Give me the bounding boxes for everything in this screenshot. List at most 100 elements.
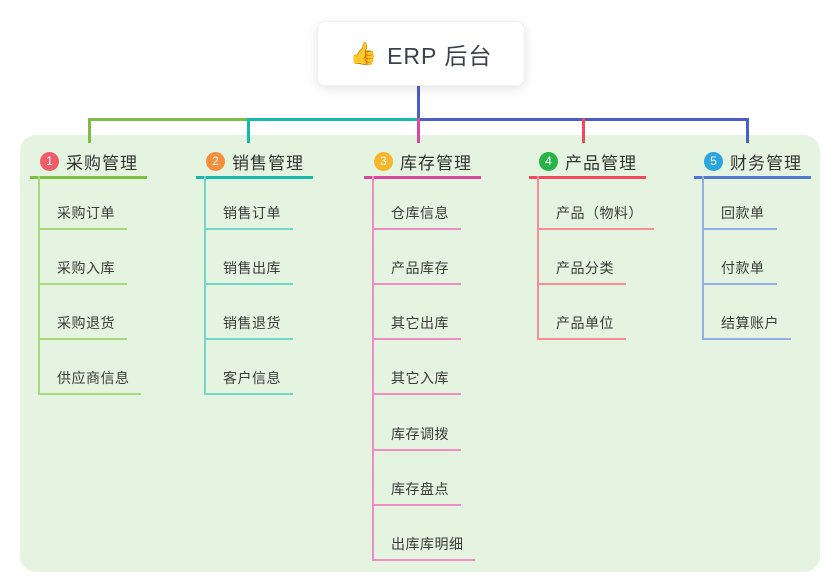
background-panel bbox=[20, 135, 820, 572]
branch-spine-line bbox=[537, 176, 539, 340]
branch-number-badge: 4 bbox=[539, 151, 558, 171]
child-label: 销售出库 bbox=[223, 260, 281, 276]
child-node[interactable]: 回款单 bbox=[702, 203, 777, 228]
child-underline bbox=[372, 228, 461, 230]
child-label: 库存盘点 bbox=[391, 481, 449, 497]
child-label: 客户信息 bbox=[223, 370, 281, 386]
child-label: 采购订单 bbox=[57, 205, 115, 221]
branch-spine-line bbox=[204, 176, 206, 395]
branch-underline bbox=[364, 176, 481, 179]
child-label: 回款单 bbox=[721, 205, 765, 221]
branch-number-badge: 1 bbox=[40, 151, 59, 171]
root-connector-line bbox=[417, 83, 420, 121]
child-node[interactable]: 客户信息 bbox=[204, 368, 293, 393]
child-underline bbox=[38, 283, 127, 285]
child-label: 出库库明细 bbox=[391, 536, 464, 552]
branch-number-badge: 3 bbox=[374, 151, 393, 171]
child-label: 库存调拨 bbox=[391, 426, 449, 442]
branch-underline bbox=[30, 176, 147, 179]
branch-node-3[interactable]: 3 库存管理 bbox=[374, 146, 472, 176]
child-node[interactable]: 采购订单 bbox=[38, 203, 127, 228]
child-underline bbox=[537, 338, 626, 340]
branch-title: 财务管理 bbox=[730, 153, 802, 173]
child-label: 结算账户 bbox=[721, 315, 779, 331]
root-title: ERP 后台 bbox=[387, 42, 493, 69]
child-underline bbox=[204, 393, 293, 395]
child-node[interactable]: 付款单 bbox=[702, 258, 777, 283]
child-label: 销售退货 bbox=[223, 315, 281, 331]
child-underline bbox=[702, 228, 777, 230]
child-underline bbox=[702, 338, 791, 340]
branch-drop-line bbox=[417, 118, 420, 143]
child-label: 产品（物料） bbox=[556, 205, 643, 221]
child-node[interactable]: 出库库明细 bbox=[372, 534, 475, 559]
branch-spine-line bbox=[372, 176, 374, 561]
child-node[interactable]: 产品单位 bbox=[537, 313, 626, 338]
branch-spine-line bbox=[38, 176, 40, 395]
branch-node-5[interactable]: 5 财务管理 bbox=[704, 146, 802, 176]
branch-underline bbox=[196, 176, 313, 179]
child-node[interactable]: 销售订单 bbox=[204, 203, 293, 228]
child-node[interactable]: 库存盘点 bbox=[372, 479, 461, 504]
child-node[interactable]: 产品分类 bbox=[537, 258, 626, 283]
bus-line-green bbox=[88, 118, 250, 121]
child-underline bbox=[372, 338, 461, 340]
child-node[interactable]: 库存调拨 bbox=[372, 424, 461, 449]
child-label: 产品单位 bbox=[556, 315, 614, 331]
child-label: 采购退货 bbox=[57, 315, 115, 331]
child-underline bbox=[372, 283, 461, 285]
branch-drop-line bbox=[582, 118, 585, 143]
child-underline bbox=[372, 393, 461, 395]
child-node[interactable]: 产品（物料） bbox=[537, 203, 654, 228]
child-underline bbox=[372, 504, 461, 506]
child-label: 其它出库 bbox=[391, 315, 449, 331]
child-label: 供应商信息 bbox=[57, 370, 130, 386]
child-node[interactable]: 采购退货 bbox=[38, 313, 127, 338]
branch-drop-line bbox=[88, 118, 91, 143]
branch-underline bbox=[694, 176, 811, 179]
child-label: 销售订单 bbox=[223, 205, 281, 221]
child-underline bbox=[204, 228, 293, 230]
child-node[interactable]: 其它入库 bbox=[372, 368, 461, 393]
branch-title: 产品管理 bbox=[565, 153, 637, 173]
child-underline bbox=[204, 283, 293, 285]
child-label: 产品分类 bbox=[556, 260, 614, 276]
branch-title: 采购管理 bbox=[66, 153, 138, 173]
child-label: 付款单 bbox=[721, 260, 765, 276]
branch-node-1[interactable]: 1 采购管理 bbox=[40, 146, 138, 176]
child-underline bbox=[537, 228, 654, 230]
branch-number-badge: 2 bbox=[206, 151, 225, 171]
child-node[interactable]: 结算账户 bbox=[702, 313, 791, 338]
branch-drop-line bbox=[746, 118, 749, 143]
thumbs-up-icon: 👍 bbox=[349, 40, 378, 66]
child-underline bbox=[204, 338, 293, 340]
branch-node-2[interactable]: 2 销售管理 bbox=[206, 146, 304, 176]
branch-title: 销售管理 bbox=[232, 153, 304, 173]
child-underline bbox=[372, 559, 475, 561]
child-node[interactable]: 销售出库 bbox=[204, 258, 293, 283]
child-underline bbox=[537, 283, 626, 285]
child-underline bbox=[38, 393, 141, 395]
child-underline bbox=[702, 283, 777, 285]
child-node[interactable]: 供应商信息 bbox=[38, 368, 141, 393]
branch-spine-line bbox=[702, 176, 704, 340]
child-node[interactable]: 产品库存 bbox=[372, 258, 461, 283]
child-underline bbox=[372, 449, 461, 451]
child-label: 采购入库 bbox=[57, 260, 115, 276]
branch-number-badge: 5 bbox=[704, 151, 723, 171]
child-node[interactable]: 采购入库 bbox=[38, 258, 127, 283]
root-node[interactable]: 👍 ERP 后台 bbox=[317, 21, 525, 86]
child-node[interactable]: 其它出库 bbox=[372, 313, 461, 338]
child-node[interactable]: 销售退货 bbox=[204, 313, 293, 338]
branch-title: 库存管理 bbox=[400, 153, 472, 173]
child-underline bbox=[38, 228, 127, 230]
child-label: 仓库信息 bbox=[391, 205, 449, 221]
child-label: 产品库存 bbox=[391, 260, 449, 276]
branch-underline bbox=[529, 176, 646, 179]
child-label: 其它入库 bbox=[391, 370, 449, 386]
child-underline bbox=[38, 338, 127, 340]
branch-node-4[interactable]: 4 产品管理 bbox=[539, 146, 637, 176]
child-node[interactable]: 仓库信息 bbox=[372, 203, 461, 228]
bus-line-teal bbox=[248, 118, 419, 121]
